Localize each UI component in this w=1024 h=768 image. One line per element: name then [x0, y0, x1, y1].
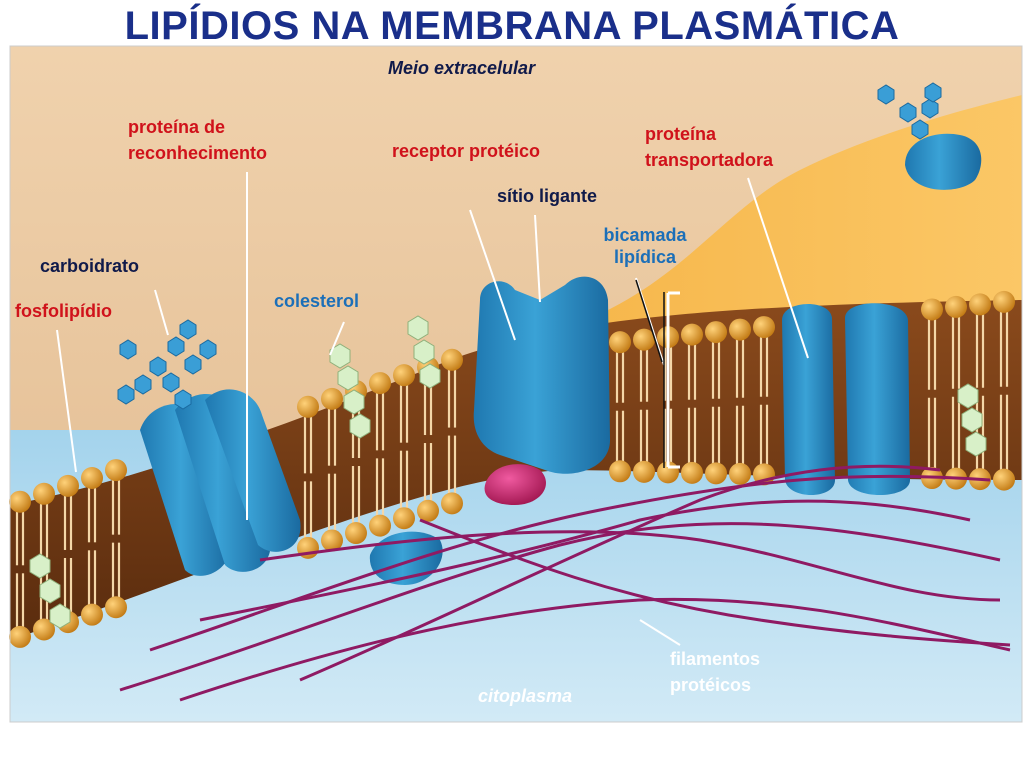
label-phospholipid: fosfolipídio — [15, 301, 112, 321]
protein-filaments — [119, 464, 1011, 702]
phospholipid-head — [921, 298, 943, 321]
phospholipid-head — [729, 462, 751, 485]
label-lipid-bilayer-line1: bicamada — [603, 225, 687, 245]
label-lipid-bilayer: bicamada lipídica — [592, 222, 698, 270]
label-protein-filaments: filamentos protéicos — [670, 646, 760, 698]
phospholipid-head — [33, 482, 55, 505]
peripheral-protein-pink — [484, 464, 546, 505]
label-recognition-protein: proteína de reconhecimento — [128, 114, 267, 166]
phospholipid-head — [705, 462, 727, 485]
phospholipid-head — [369, 372, 391, 395]
phospholipid-head — [969, 293, 991, 316]
phospholipid-head — [633, 460, 655, 483]
phospholipid-head — [945, 295, 967, 318]
transport-protein — [782, 303, 910, 495]
phospholipid-head — [993, 468, 1015, 491]
label-carbohydrate: carboidrato — [40, 256, 140, 276]
phospholipid-head — [681, 323, 703, 346]
label-cytoplasm: citoplasma — [478, 686, 573, 706]
phospholipid-head — [993, 290, 1015, 313]
label-lipid-bilayer-line2: lipídica — [613, 247, 676, 267]
label-extracellular: Meio extracelular — [388, 58, 536, 78]
phospholipid-heads-inner — [9, 460, 1015, 648]
cholesterol-molecules — [29, 315, 987, 629]
label-transport-protein: proteína transportadora — [645, 121, 773, 173]
phospholipid-head — [753, 316, 775, 339]
frame-border — [9, 45, 1023, 723]
phospholipid-head — [345, 522, 367, 545]
label-cholesterol: colesterol — [274, 291, 360, 311]
phospholipid-head — [57, 474, 79, 497]
phospholipid-head — [609, 331, 631, 354]
phospholipid-head — [33, 618, 55, 641]
phospholipid-head — [393, 364, 415, 387]
phospholipid-head — [369, 514, 391, 537]
label-recognition-protein-line2: reconhecimento — [128, 143, 268, 163]
recognition-protein — [140, 389, 301, 576]
phospholipid-head — [609, 460, 631, 483]
phospholipid-head — [681, 461, 703, 484]
phospholipid-head — [81, 466, 103, 489]
carbohydrate-chain — [117, 319, 217, 410]
phospholipid-head — [441, 348, 463, 371]
neighbor-protein — [877, 82, 982, 190]
label-receptor-protein: receptor protéico — [392, 141, 541, 161]
phospholipid-head — [105, 596, 127, 619]
label-transport-protein-line2: transportadora — [645, 150, 774, 170]
phospholipid-head — [729, 318, 751, 341]
phospholipid-heads-outer — [9, 290, 1015, 513]
phospholipid-head — [321, 529, 343, 552]
label-recognition-protein-line1: proteína de — [128, 117, 226, 137]
phospholipid-head — [105, 459, 127, 482]
phospholipid-head — [393, 507, 415, 530]
leader-lines — [56, 172, 809, 646]
page-title: LIPÍDIOS NA MEMBRANA PLASMÁTICA — [124, 4, 900, 48]
phospholipid-head — [321, 387, 343, 410]
phospholipid-head — [9, 490, 31, 513]
label-protein-filaments-line1: filamentos — [670, 649, 761, 669]
phospholipid-head — [705, 321, 727, 344]
label-protein-filaments-line2: protéicos — [670, 675, 752, 695]
label-binding-site: sítio ligante — [497, 186, 598, 206]
phospholipid-head — [417, 499, 439, 522]
label-transport-protein-line1: proteína — [645, 124, 717, 144]
phospholipid-head — [81, 603, 103, 626]
phospholipid-head — [633, 328, 655, 351]
phospholipid-head — [9, 625, 31, 648]
phospholipid-head — [441, 492, 463, 515]
receptor-protein — [473, 276, 610, 474]
phospholipid-head — [297, 395, 319, 418]
